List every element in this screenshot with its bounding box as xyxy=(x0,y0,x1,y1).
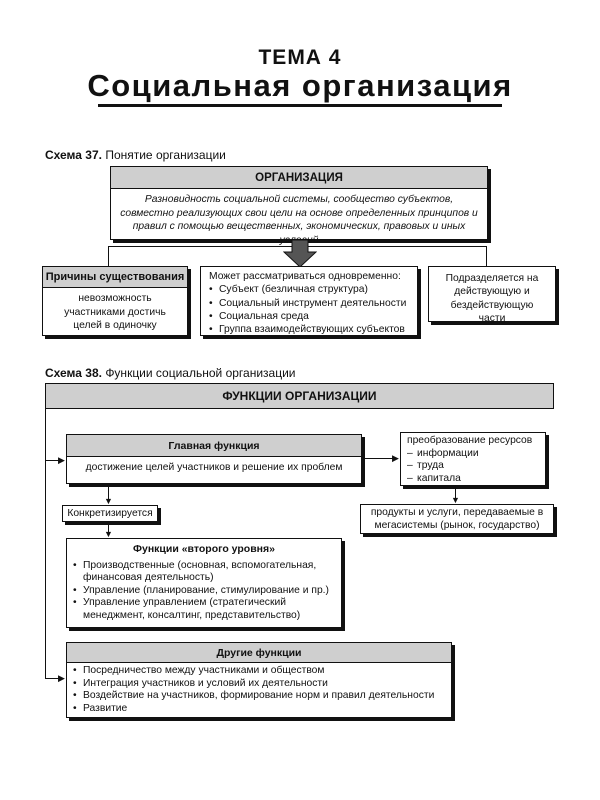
main-function-box: Главная функция достижение целей участни… xyxy=(66,434,362,484)
transform-box: преобразование ресурсов информации труда… xyxy=(400,432,546,486)
organization-box: ОРГАНИЗАЦИЯ Разновидность социальной сис… xyxy=(110,166,488,246)
arrow-right-icon: ▶ xyxy=(58,455,65,465)
arrow-down-icon: ▼ xyxy=(104,496,113,506)
title-underline xyxy=(98,104,502,107)
list-item: Развитие xyxy=(73,703,445,716)
second-level-header-quoted: «второго уровня» xyxy=(181,543,275,555)
list-item: Управление (планирование, стимулирование… xyxy=(73,585,335,598)
second-level-header: Функции «второго уровня» xyxy=(73,543,335,556)
arrow-to-main xyxy=(45,460,61,462)
considered-box: Может рассматриваться одновременно: Субъ… xyxy=(200,266,418,337)
main-function-header: Главная функция xyxy=(67,435,361,457)
arrow-right-icon: ▶ xyxy=(392,453,399,463)
connector-concretized-second xyxy=(108,522,110,536)
arrow-down-icon: ▼ xyxy=(104,529,113,539)
arrow-to-transform xyxy=(362,458,394,460)
arrow-right-icon: ▶ xyxy=(58,673,65,683)
main-function-text: достижение целей участников и решение их… xyxy=(85,462,343,473)
scheme38-caption: Схема 38. Функции социальной организации xyxy=(45,366,296,380)
list-item: Посредничество между участниками и общес… xyxy=(73,665,445,678)
list-item: капитала xyxy=(407,473,539,486)
list-item: Интеграция участников и условий их деяте… xyxy=(73,678,445,691)
list-item: Воздействие на участников, формирование … xyxy=(73,690,445,703)
list-item: Социальная среда xyxy=(209,310,409,324)
list-item: Управление управлением (стратегический м… xyxy=(73,597,335,622)
reasons-box: Причины существования невозможность учас… xyxy=(42,266,188,336)
connector-37-right xyxy=(486,246,488,266)
topic-label: ТЕМА 4 xyxy=(258,46,342,69)
scheme38-title: Функции социальной организации xyxy=(105,366,296,380)
products-text: продукты и услуги, передаваемые в мегаси… xyxy=(370,507,544,531)
second-level-header-prefix: Функции xyxy=(133,543,182,555)
divided-box: Подразделяется на действующую и бездейст… xyxy=(428,266,556,324)
connector-37-left xyxy=(108,246,110,266)
connector-main-concretized xyxy=(108,484,110,502)
other-functions-header: Другие функции xyxy=(67,643,451,663)
reasons-header: Причины существования xyxy=(43,267,187,288)
list-item: труда xyxy=(407,460,539,473)
considered-header: Может рассматриваться одновременно: xyxy=(209,271,401,282)
products-box: продукты и услуги, передаваемые в мегаси… xyxy=(360,504,554,534)
considered-list: Субъект (безличная структура) Социальный… xyxy=(209,283,409,336)
scheme37-number: Схема 37. xyxy=(45,148,102,162)
arrow-to-products xyxy=(455,484,457,498)
functions-header: ФУНКЦИИ ОРГАНИЗАЦИИ xyxy=(45,383,554,409)
list-item: Производственные (основная, вспомогатель… xyxy=(73,560,335,585)
concretized-text: Конкретизируется xyxy=(67,508,153,519)
reasons-text: невозможность участниками достичь целей … xyxy=(64,293,166,331)
second-level-box: Функции «второго уровня» Производственны… xyxy=(66,538,342,628)
concretized-box: Конкретизируется xyxy=(62,505,158,522)
arrow-to-other xyxy=(45,678,61,680)
arrow-down-icon: ▼ xyxy=(451,495,460,505)
other-functions-list: Посредничество между участниками и общес… xyxy=(67,663,451,717)
divided-text: Подразделяется на действующую и бездейст… xyxy=(445,273,539,324)
transform-header: преобразование ресурсов xyxy=(407,435,533,446)
list-item: информации xyxy=(407,448,539,461)
left-spine xyxy=(45,409,47,679)
list-item: Группа взаимодействующих субъектов xyxy=(209,323,409,337)
scheme37-title: Понятие организации xyxy=(105,148,226,162)
second-level-list: Производственные (основная, вспомогатель… xyxy=(73,560,335,623)
scheme37-caption: Схема 37. Понятие организации xyxy=(45,148,226,162)
list-item: Субъект (безличная структура) xyxy=(209,283,409,297)
transform-list: информации труда капитала xyxy=(407,448,539,486)
other-functions-box: Другие функции Посредничество между учас… xyxy=(66,642,452,718)
scheme38-number: Схема 38. xyxy=(45,366,102,380)
list-item: Социальный инструмент деятельности xyxy=(209,297,409,311)
organization-header: ОРГАНИЗАЦИЯ xyxy=(111,167,487,189)
down-arrow-icon xyxy=(282,239,318,268)
page-title: Социальная организация xyxy=(87,68,513,103)
